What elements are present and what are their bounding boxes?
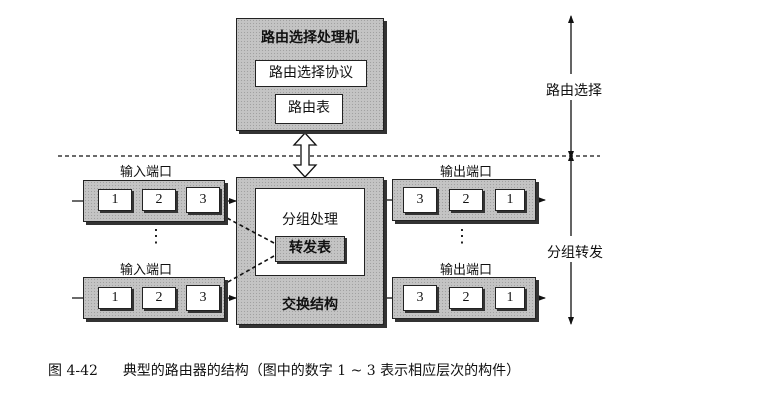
output-port-1-stage-1: 1 — [495, 189, 525, 211]
routing-protocol-label: 路由选择协议 — [269, 65, 353, 81]
input-port-2: 1 2 3 — [83, 277, 225, 319]
input-port-1-stage-2: 2 — [142, 189, 176, 211]
switch-fabric: 分组处理 转发表 交换结构 — [236, 177, 384, 325]
input-port-2-stage-2: 2 — [142, 287, 176, 309]
forwarding-table-label: 转发表 — [289, 240, 331, 256]
input-port-2-stage-1: 1 — [98, 287, 132, 309]
input-port-2-stage-3: 3 — [186, 285, 220, 311]
routing-layer-label: 路由选择 — [546, 83, 602, 99]
input-port-1: 1 2 3 — [83, 180, 225, 222]
figure-number: 图 4-42 — [48, 363, 98, 379]
output-port-1-stage-3: 3 — [403, 187, 437, 213]
output-port-2-label: 输出端口 — [439, 263, 492, 278]
routing-processor-title: 路由选择处理机 — [261, 30, 359, 46]
routing-table-box: 路由表 — [275, 94, 343, 124]
routing-table-label: 路由表 — [288, 100, 330, 116]
forwarding-table-box: 转发表 — [275, 236, 345, 262]
output-port-2-stage-2: 2 — [449, 287, 483, 309]
input-port-2-label: 输入端口 — [119, 263, 172, 278]
figure-caption: 图 4-42 典型的路由器的结构（图中的数字 1 ~ 3 表示相应层次的构件） — [48, 360, 520, 380]
routing-processor: 路由选择处理机 路由选择协议 路由表 — [236, 18, 384, 131]
switch-fabric-label: 交换结构 — [282, 297, 338, 313]
output-port-2: 3 2 1 — [392, 277, 536, 319]
input-port-1-label: 输入端口 — [119, 165, 172, 180]
forwarding-layer-label: 分组转发 — [547, 245, 603, 261]
output-port-1: 3 2 1 — [392, 179, 536, 221]
input-port-1-stage-3: 3 — [186, 187, 220, 213]
input-port-1-stage-1: 1 — [98, 189, 132, 211]
output-port-2-stage-1: 1 — [495, 287, 525, 309]
packet-processing-label: 分组处理 — [282, 212, 338, 228]
output-ellipsis: ⋮ — [453, 226, 471, 247]
input-ellipsis: ⋮ — [147, 226, 165, 247]
figure-title: 典型的路由器的结构（图中的数字 1 ~ 3 表示相应层次的构件） — [122, 363, 521, 379]
output-port-1-stage-2: 2 — [449, 189, 483, 211]
routing-protocol-box: 路由选择协议 — [255, 60, 367, 87]
lookup-link-upper — [209, 208, 275, 244]
output-port-1-label: 输出端口 — [439, 165, 492, 180]
output-port-2-stage-3: 3 — [403, 285, 437, 311]
